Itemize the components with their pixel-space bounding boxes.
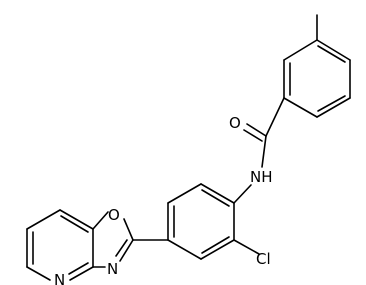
bond-c-cl [233,239,260,255]
atom-label-n-oxazole: N [107,260,118,278]
bond-pyridine-4 [26,266,51,281]
atom-label-cl: Cl [256,250,271,268]
bond-carbonyl-nh [261,135,267,168]
bond-carbonyl-double-1 [246,123,267,137]
bond-benzene-top-1-inner [317,45,346,63]
bond-nh-aryl [233,184,252,204]
atom-label-o-ring: O [108,206,120,224]
bond-oxazole-c2-o [123,218,134,241]
bond-oxazole-n-c2 [119,239,134,262]
bond-carbonyl-double-2 [243,129,263,142]
bond-benzene-top-3 [316,97,351,118]
bond-oxazole-n-c2-inner [115,239,128,257]
bond-benzene-top-6 [283,39,318,61]
bond-aryl-carbonyl [265,97,285,137]
bond-benzene-top-1 [316,39,351,61]
bond-benzene-mid-6 [200,183,235,204]
atom-label-o-carbonyl: O [229,114,241,132]
bond-benzene-top-4 [283,97,318,118]
bond-pyridine-2 [26,209,61,230]
bond-benzene-mid-6-inner [201,189,230,207]
bond-pyridine-1 [59,209,94,230]
bond-benzene-mid-2-inner [201,236,230,254]
bond-oxazole-o-c7a [92,211,109,230]
bond-benzene-mid-3 [167,239,202,260]
bonds [26,14,351,281]
bond-pyridine-5-inner [68,262,89,275]
bond-benzene-top-3-inner [317,95,346,112]
bond-benzene-mid-2 [200,239,235,260]
atom-label-n-pyridine: N [54,271,65,285]
bond-pyridine-5 [69,266,94,281]
bond-benzene-mid-5 [167,183,202,204]
atom-labels: O NH Cl O N N [54,114,273,285]
atom-label-nh: NH [250,168,273,186]
bond-pyridine-1-inner [60,215,89,233]
